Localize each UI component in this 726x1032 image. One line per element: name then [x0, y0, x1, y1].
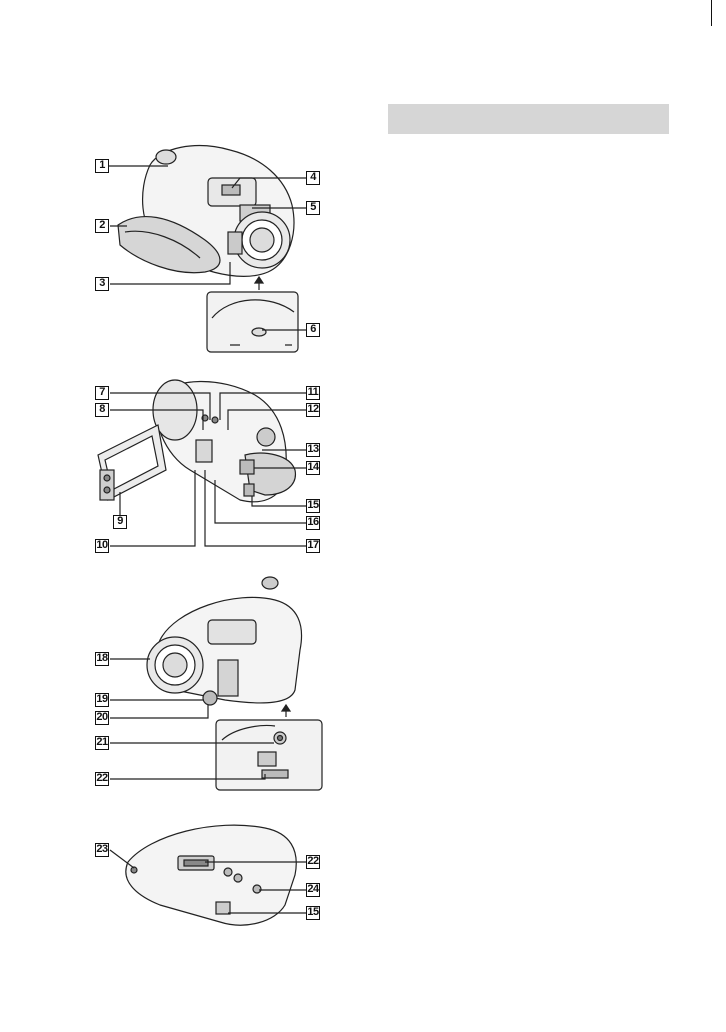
callout-15: 15	[306, 499, 320, 513]
callout-5: 5	[306, 201, 320, 215]
callout-17: 17	[306, 539, 320, 553]
callout-10: 10	[95, 539, 109, 553]
callout-21: 21	[95, 736, 109, 750]
callout-20: 20	[95, 711, 109, 725]
handycam-station-illustration	[126, 825, 296, 925]
callout-24: 24	[306, 883, 320, 897]
callout-19: 19	[95, 693, 109, 707]
callout-11: 11	[306, 386, 320, 400]
callout-2: 2	[95, 219, 109, 233]
callout-14: 14	[306, 461, 320, 475]
camcorder-lcd-open-illustration	[98, 380, 295, 502]
callout-6: 6	[306, 323, 320, 337]
callout-1: 1	[95, 159, 109, 173]
callout-3: 3	[95, 277, 109, 291]
callout-23: 23	[95, 843, 109, 857]
camcorder-side-illustration	[147, 577, 302, 705]
callout-4: 4	[306, 171, 320, 185]
front-detail-inset	[207, 292, 298, 352]
callout-16: 16	[306, 516, 320, 530]
callout-8: 8	[95, 403, 109, 417]
callout-22-station: 22	[306, 855, 320, 869]
callout-9: 9	[113, 515, 127, 529]
callout-22: 22	[95, 772, 109, 786]
callout-13: 13	[306, 443, 320, 457]
camcorder-front-illustration	[118, 146, 294, 277]
callout-18: 18	[95, 652, 109, 666]
callout-7: 7	[95, 386, 109, 400]
callout-15-station: 15	[306, 906, 320, 920]
callout-12: 12	[306, 403, 320, 417]
